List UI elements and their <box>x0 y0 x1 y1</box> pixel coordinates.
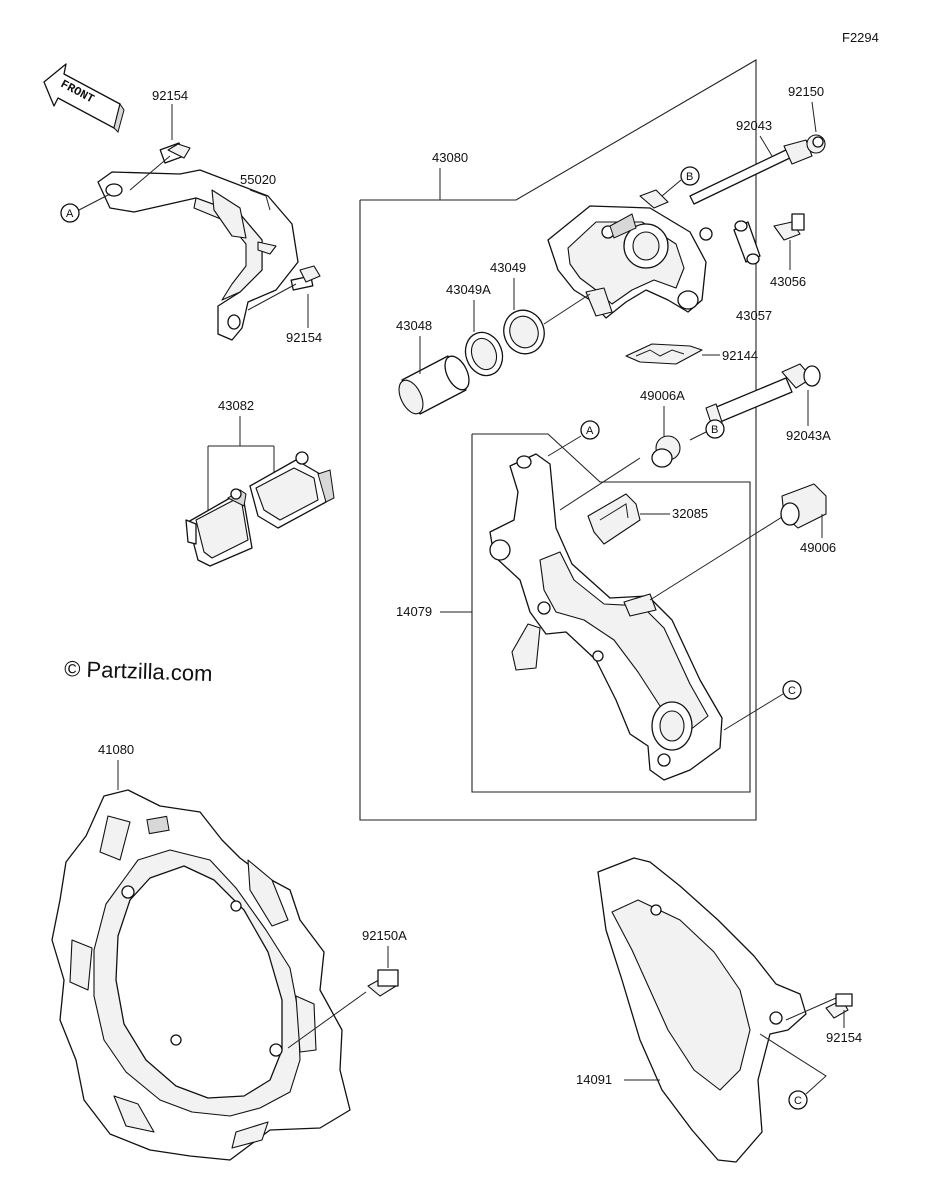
svg-text:B: B <box>686 171 693 183</box>
ref-circle-c-bracket: C <box>782 680 802 700</box>
bolt-92154-guard-drawing <box>825 993 853 1019</box>
part-label-92150a: 92150A <box>362 928 407 943</box>
part-label-92150: 92150 <box>788 84 824 99</box>
part-label-43049: 43049 <box>490 260 526 275</box>
part-label-49006: 49006 <box>800 540 836 555</box>
boot-49006-drawing <box>780 483 827 529</box>
ref-circle-b-caliper: B <box>680 166 700 186</box>
screw-92150a-drawing <box>367 969 399 997</box>
piston-43048-drawing <box>398 355 470 415</box>
svg-text:C: C <box>788 685 796 697</box>
part-label-49006a: 49006A <box>640 388 685 403</box>
seal-43049-drawing <box>503 309 545 355</box>
part-label-92154-guard: 92154 <box>826 1030 862 1045</box>
boot-49006a-drawing <box>651 435 681 468</box>
bracket-assembly-boundary <box>471 433 751 793</box>
ref-circle-a-bracket: A <box>60 203 80 223</box>
part-label-43048: 43048 <box>396 318 432 333</box>
part-label-14079: 14079 <box>396 604 432 619</box>
part-label-14091: 14091 <box>576 1072 612 1087</box>
clip-32085-drawing <box>587 493 641 545</box>
part-label-41080: 41080 <box>98 742 134 757</box>
bracket-55020-drawing <box>97 169 299 341</box>
bleeder-valve-43056-drawing <box>773 213 805 241</box>
svg-text:A: A <box>66 208 74 220</box>
slide-pin-92043-drawing <box>689 139 813 205</box>
link-43057-drawing <box>733 220 761 265</box>
diagram-code: F2294 <box>842 30 879 45</box>
ref-circle-c-guard: C <box>788 1090 808 1110</box>
part-label-55020: 55020 <box>240 172 276 187</box>
part-label-92154-lower: 92154 <box>286 330 322 345</box>
part-label-43049a: 43049A <box>446 282 491 297</box>
cap-92150-drawing <box>806 134 826 154</box>
bolt-92154-upper-drawing <box>129 142 191 191</box>
seal-43049a-drawing <box>464 331 504 377</box>
svg-text:A: A <box>586 425 594 437</box>
part-label-92043a: 92043A <box>786 428 831 443</box>
caliper-bracket-14079-drawing <box>489 453 791 781</box>
part-label-32085: 32085 <box>672 506 708 521</box>
caliper-body-drawing <box>547 189 713 319</box>
ref-circle-a-bracket-inner: A <box>580 420 600 440</box>
brake-disc-41080-drawing <box>51 789 367 1161</box>
front-direction-arrow-icon: FRONT <box>43 63 125 133</box>
bolt-92154-lower-drawing <box>247 265 321 311</box>
brake-pad-right-drawing <box>249 451 335 529</box>
ref-circle-b-pin: B <box>705 419 725 439</box>
part-label-43082: 43082 <box>218 398 254 413</box>
spring-92144-drawing <box>625 343 703 365</box>
part-label-92144: 92144 <box>722 348 758 363</box>
part-label-43080: 43080 <box>432 150 468 165</box>
caliper-assembly-boundary <box>359 59 757 821</box>
part-label-43057: 43057 <box>736 308 772 323</box>
brake-pad-left-drawing <box>185 488 253 567</box>
part-label-92043: 92043 <box>736 118 772 133</box>
part-label-43056: 43056 <box>770 274 806 289</box>
part-label-92154-upper: 92154 <box>152 88 188 103</box>
slide-pin-92043a-drawing <box>705 363 821 427</box>
partzilla-watermark: © Partzilla.com <box>64 656 213 686</box>
svg-text:C: C <box>794 1095 802 1107</box>
svg-text:B: B <box>711 424 718 436</box>
disc-guard-14091-drawing <box>597 857 837 1163</box>
